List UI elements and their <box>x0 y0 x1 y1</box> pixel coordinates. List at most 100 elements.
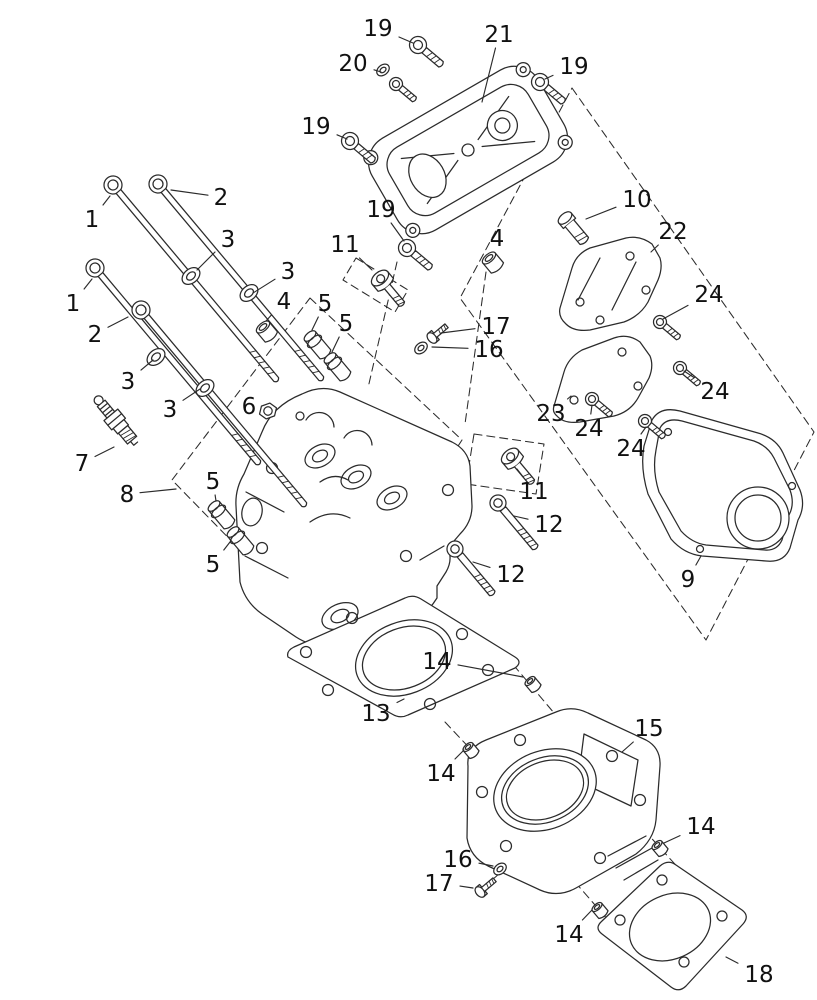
callout-leader-line <box>513 515 529 520</box>
callout-label: 24 <box>700 379 729 405</box>
cylinder-head <box>235 387 473 647</box>
group-box-right <box>459 87 815 641</box>
callout-label: 6 <box>242 394 257 420</box>
callout-leader-line <box>683 370 695 379</box>
callout-label: 3 <box>163 397 178 423</box>
callout-label: 3 <box>281 259 296 285</box>
callout-label: 19 <box>366 197 395 223</box>
callout-leader-line <box>311 316 319 331</box>
head-gasket <box>287 595 520 718</box>
valve-cover <box>363 62 573 238</box>
callout-label: 11 <box>330 232 359 258</box>
callout-label: 14 <box>426 761 455 787</box>
bolt-10 <box>555 208 593 249</box>
callout-label: 24 <box>694 282 723 308</box>
callout-leader-line <box>459 885 474 889</box>
callout-leader-line <box>139 488 177 494</box>
callout-leader-line <box>140 359 154 371</box>
washer-16 <box>411 339 431 357</box>
callout-leader-line <box>516 468 524 478</box>
callout-label: 11 <box>519 479 548 505</box>
bolt-19 <box>394 235 438 276</box>
callout-label: 14 <box>422 649 451 675</box>
callout-leader-line <box>265 314 272 322</box>
screw-17 <box>472 874 500 900</box>
callout-label: 5 <box>206 552 221 578</box>
callout-label: 2 <box>88 322 103 348</box>
callout-label: 19 <box>301 114 330 140</box>
axis-line <box>464 271 487 425</box>
retainer-plate <box>552 335 653 423</box>
mount-gasket-plate <box>559 236 662 331</box>
callout-leader-line <box>581 909 593 921</box>
callout-leader-line <box>83 278 93 290</box>
callout-leader-line <box>373 69 382 73</box>
callout-leader-line <box>196 251 216 271</box>
callout-leader-line <box>182 388 201 401</box>
callout-leader-line <box>214 494 217 502</box>
callout-leader-line <box>478 862 494 867</box>
callout-label: 21 <box>484 22 513 48</box>
callout-label: 3 <box>121 369 136 395</box>
callout-label: 1 <box>85 207 100 233</box>
callout-leader-line <box>454 749 465 760</box>
callout-leader-line <box>621 741 634 753</box>
callout-leader-line <box>472 561 491 568</box>
callout-label: 18 <box>744 962 773 988</box>
callout-leader-line <box>390 222 405 242</box>
callout-leader-line <box>650 244 659 253</box>
callout-leader-line <box>585 206 617 220</box>
callout-label: 14 <box>686 814 715 840</box>
callout-label: 15 <box>634 716 663 742</box>
callout-leader-line <box>358 257 373 271</box>
callout-leader-line <box>223 541 231 551</box>
callout-label: 12 <box>496 562 525 588</box>
callout-leader-line <box>331 336 340 353</box>
washer-20 <box>373 61 393 79</box>
valve-guide-5 <box>204 497 239 533</box>
callout-label: 1 <box>66 291 81 317</box>
callout-leader-line <box>663 835 681 844</box>
callout-leader-line <box>170 189 209 196</box>
callout-label: 24 <box>616 436 645 462</box>
callout-label: 3 <box>221 227 236 253</box>
callout-label: 5 <box>318 291 333 317</box>
callout-label: 10 <box>622 187 651 213</box>
callout-leader-line <box>640 426 647 435</box>
callout-label: 8 <box>120 482 135 508</box>
callout-label: 5 <box>339 311 354 337</box>
callout-leader-line <box>431 346 469 349</box>
callout-label: 4 <box>277 289 292 315</box>
callout-label: 4 <box>490 226 505 252</box>
callout-leader-line <box>252 278 276 294</box>
callout-label: 7 <box>75 451 90 477</box>
callout-leader-line <box>398 36 414 44</box>
bolt-24 <box>650 312 685 344</box>
callout-leader-line <box>102 195 111 206</box>
callout-label: 2 <box>214 185 229 211</box>
callout-leader-line <box>695 555 702 566</box>
callout-label: 16 <box>443 847 472 873</box>
callout-label: 17 <box>481 314 510 340</box>
callout-label: 9 <box>681 567 696 593</box>
callout-label: 14 <box>554 922 583 948</box>
bolt-19 <box>405 32 449 73</box>
axis-line <box>367 261 398 389</box>
bolt-12 <box>443 537 500 601</box>
callout-leader-line <box>396 698 405 704</box>
callout-leader-line <box>725 956 739 964</box>
base-gasket <box>597 861 747 991</box>
callout-leader-line <box>566 395 572 400</box>
screw-17 <box>424 320 452 346</box>
callout-leader-line <box>457 664 524 678</box>
bolt-11 <box>367 266 412 313</box>
screw-20 <box>386 74 421 106</box>
callout-leader-line <box>662 304 689 320</box>
callout-leader-line <box>336 134 348 140</box>
callout-label: 19 <box>559 54 588 80</box>
callout-leader-line <box>544 74 554 80</box>
callout-label: 20 <box>338 51 367 77</box>
callout-leader-line <box>590 404 593 415</box>
